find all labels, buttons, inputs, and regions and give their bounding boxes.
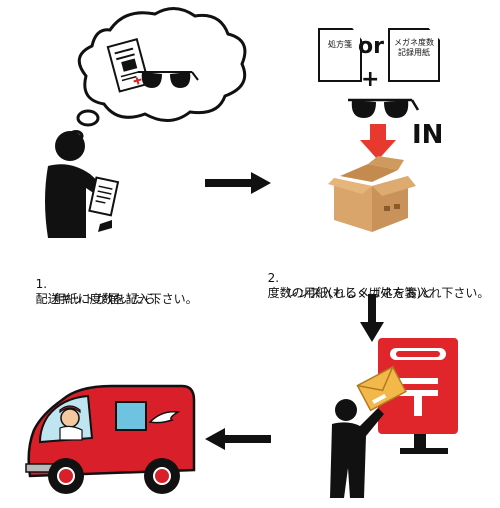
delivery-truck-icon xyxy=(25,384,196,494)
step1-number: 1. xyxy=(35,277,48,291)
lens-record-label: メガネ度数 記録用紙 xyxy=(390,38,438,58)
in-label: IN xyxy=(412,120,444,150)
cardboard-box-icon xyxy=(328,156,416,232)
sunglasses-large-icon xyxy=(348,98,420,118)
lens-record-label-line1: メガネ度数 xyxy=(394,38,434,47)
step2-number: 2. xyxy=(267,271,280,285)
step1-line2: 用紙に度数を記入下さい。 xyxy=(53,292,198,306)
step1-text: 1. 配送キットが届いたら、 xyxy=(28,262,168,307)
step2-line2: レンズ入れるメガネをお入れ下さい。 xyxy=(285,286,490,300)
prescription-document: 処方箋 xyxy=(318,28,362,82)
form-document-icon xyxy=(106,38,150,93)
or-label: or xyxy=(358,34,384,59)
person-posting-figure xyxy=(330,399,384,498)
prescription-label: 処方箋 xyxy=(328,40,352,49)
lens-record-document: メガネ度数 記録用紙 xyxy=(388,28,440,82)
right-arrow-icon-top xyxy=(205,172,271,194)
left-arrow-icon-bottom xyxy=(205,428,271,450)
step2-text: 2. 度数の用紙(もしくは処方箋)と xyxy=(260,256,433,301)
step1-text-line2: 用紙に度数を記入下さい。 xyxy=(46,277,198,307)
envelope-icon xyxy=(356,365,407,412)
step1-line1: 配送キットが届いたら、 xyxy=(35,292,168,306)
person-filling-form-figure xyxy=(45,131,120,238)
red-mailbox-icon xyxy=(378,338,458,454)
sunglasses-icon xyxy=(138,71,199,88)
plus-label: + xyxy=(361,67,380,92)
step2-text-line2: レンズ入れるメガネをお入れ下さい。 xyxy=(278,271,490,301)
step2-line1: 度数の用紙(もしくは処方箋)と xyxy=(267,286,434,300)
down-arrow-red-icon xyxy=(360,124,396,160)
down-arrow-icon xyxy=(360,294,384,342)
lens-record-label-line2: 記録用紙 xyxy=(398,48,430,57)
